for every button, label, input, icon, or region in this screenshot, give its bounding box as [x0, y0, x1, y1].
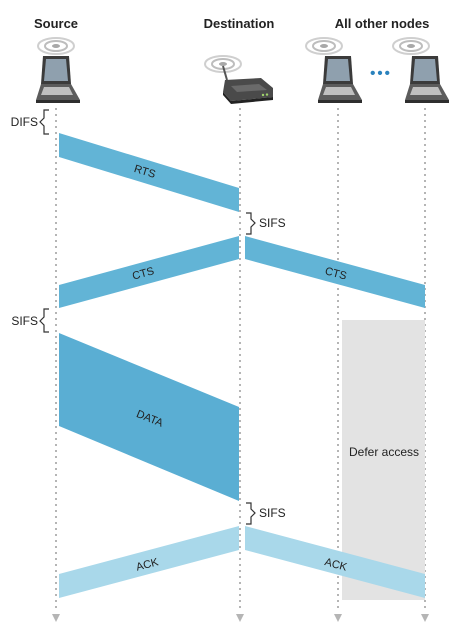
ack-to-source-label: ACK [135, 556, 161, 574]
laptop-icon [305, 37, 362, 103]
difs-bracket [39, 109, 49, 135]
laptop-icon [392, 37, 449, 103]
defer-access-region [342, 320, 425, 600]
sifs-bracket [246, 212, 256, 235]
cts-to-source-label: CTS [131, 265, 155, 282]
sifs-label: SIFS [259, 216, 286, 230]
sifs-label: SIFS [259, 506, 286, 520]
more-nodes-ellipsis: ••• [370, 65, 392, 82]
timeline-arrowheads [52, 614, 429, 622]
others-label: All other nodes [335, 16, 430, 31]
data-frame [59, 333, 239, 501]
sifs-bracket [39, 308, 49, 333]
source-label: Source [34, 16, 78, 31]
rts-frame [59, 133, 239, 212]
arrowhead [236, 614, 244, 622]
sifs-label: SIFS [11, 314, 38, 328]
ack-frame-to-others [245, 526, 425, 598]
cts-frame-to-source [59, 236, 239, 308]
cts-to-others-label: CTS [324, 265, 348, 282]
destination-label: Destination [204, 16, 275, 31]
ack-to-others-label: ACK [323, 556, 349, 574]
arrowhead [52, 614, 60, 622]
ack-frame-to-source [59, 526, 239, 598]
laptop-icon [36, 37, 80, 103]
access-point-icon [204, 55, 273, 104]
arrowhead [421, 614, 429, 622]
cts-frame-to-others [245, 236, 425, 308]
difs-label: DIFS [11, 115, 38, 129]
defer-access-label: Defer access [349, 445, 419, 459]
sifs-bracket [246, 502, 256, 525]
arrowhead [334, 614, 342, 622]
